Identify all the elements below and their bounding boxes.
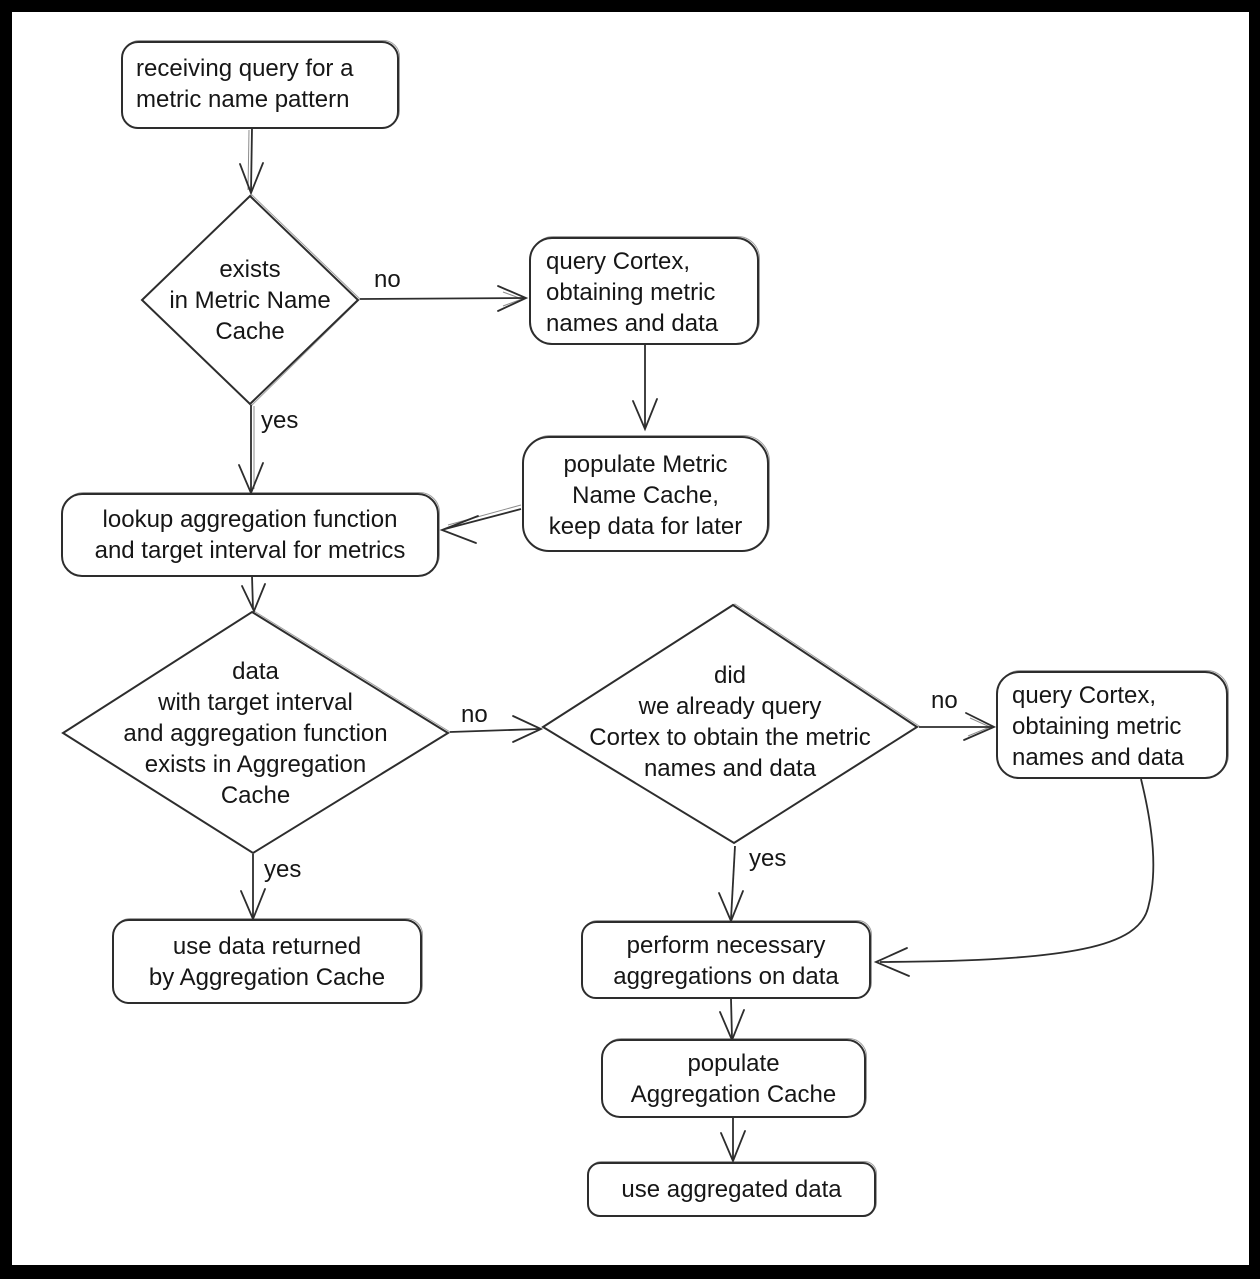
lookup-aggregation-box xyxy=(61,493,439,577)
use-aggregation-cache-data-box xyxy=(112,919,422,1004)
query-cortex-top-box xyxy=(529,237,759,345)
edge-perform-to-populate-agg xyxy=(730,998,733,1039)
edge-label-yes-metric-cache: yes xyxy=(261,407,299,434)
arrowhead-right-3-sketch xyxy=(967,717,992,737)
edge-label-no-metric-cache: no xyxy=(374,266,401,293)
edge-cortex-right-to-perform xyxy=(879,778,1155,963)
arrowhead-down-2 xyxy=(632,398,658,432)
arrowhead-down-1 xyxy=(239,162,264,196)
arrowhead-right-3 xyxy=(963,712,997,741)
already-queried-cortex-diamond xyxy=(541,603,919,845)
arrowhead-left-2 xyxy=(873,947,910,977)
use-aggregated-data-box xyxy=(587,1162,876,1217)
edge-label-yes-agg-cache: yes xyxy=(264,856,302,883)
populate-aggregation-cache-box xyxy=(601,1039,866,1118)
query-cortex-right-box xyxy=(996,671,1228,779)
edge-label-no-already-queried: no xyxy=(931,687,958,714)
edge-label-yes-already-queried: yes xyxy=(749,845,787,872)
arrowhead-down-8 xyxy=(720,1130,746,1164)
arrowhead-left-1 xyxy=(439,515,479,544)
arrowhead-right-2 xyxy=(512,715,544,743)
edge-lookup-to-diamond2 xyxy=(251,575,254,610)
edge-already-yes xyxy=(730,845,736,920)
edge-aggcache-no xyxy=(449,728,540,733)
receive-query-box xyxy=(121,41,399,129)
arrowhead-right-1 xyxy=(497,285,529,312)
exists-metric-name-cache-diamond xyxy=(140,194,360,406)
edge-receive-to-exists xyxy=(250,127,253,193)
edge-populate-to-lookup-sketch xyxy=(447,504,522,526)
populate-metric-name-cache-box xyxy=(522,436,769,552)
arrowhead-right-1-sketch xyxy=(502,291,524,307)
node-shapes xyxy=(61,40,1229,1217)
edge-exists-no xyxy=(359,297,525,300)
arrowhead-down-4 xyxy=(241,583,266,614)
data-in-aggregation-cache-diamond xyxy=(61,610,450,855)
perform-aggregations-box xyxy=(581,921,871,999)
edge-label-no-agg-cache: no xyxy=(461,701,488,728)
edge-receive-to-exists-sketch xyxy=(247,129,250,191)
edge-populate-to-lookup xyxy=(444,508,522,530)
